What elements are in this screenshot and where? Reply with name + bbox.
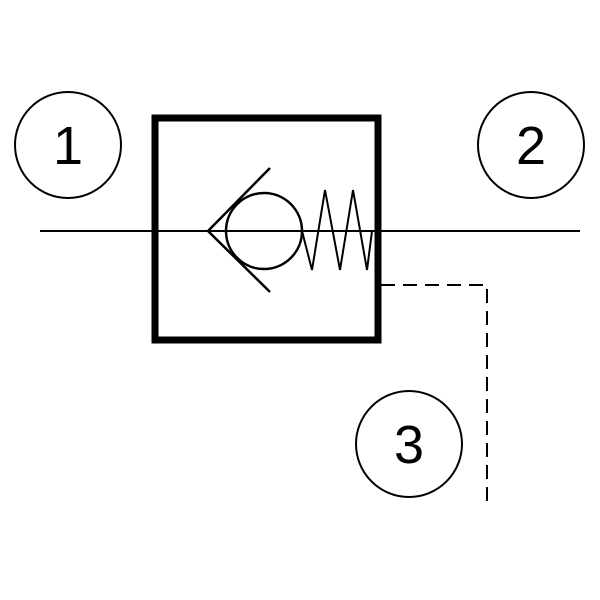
port-1-marker: 1 bbox=[14, 91, 122, 199]
port-3-label: 3 bbox=[394, 415, 424, 475]
spring bbox=[301, 189, 373, 271]
port-1-circle bbox=[14, 91, 122, 199]
port-2-circle bbox=[477, 91, 585, 199]
port-2-marker: 2 bbox=[477, 91, 585, 199]
port-3-circle bbox=[355, 390, 463, 498]
port-3-marker: 3 bbox=[355, 390, 463, 498]
valve-seat bbox=[206, 167, 271, 293]
port-2-label: 2 bbox=[516, 116, 546, 176]
drain-line-dashed bbox=[381, 284, 488, 508]
valve-body bbox=[151, 114, 382, 344]
port-1-label: 1 bbox=[53, 116, 83, 176]
